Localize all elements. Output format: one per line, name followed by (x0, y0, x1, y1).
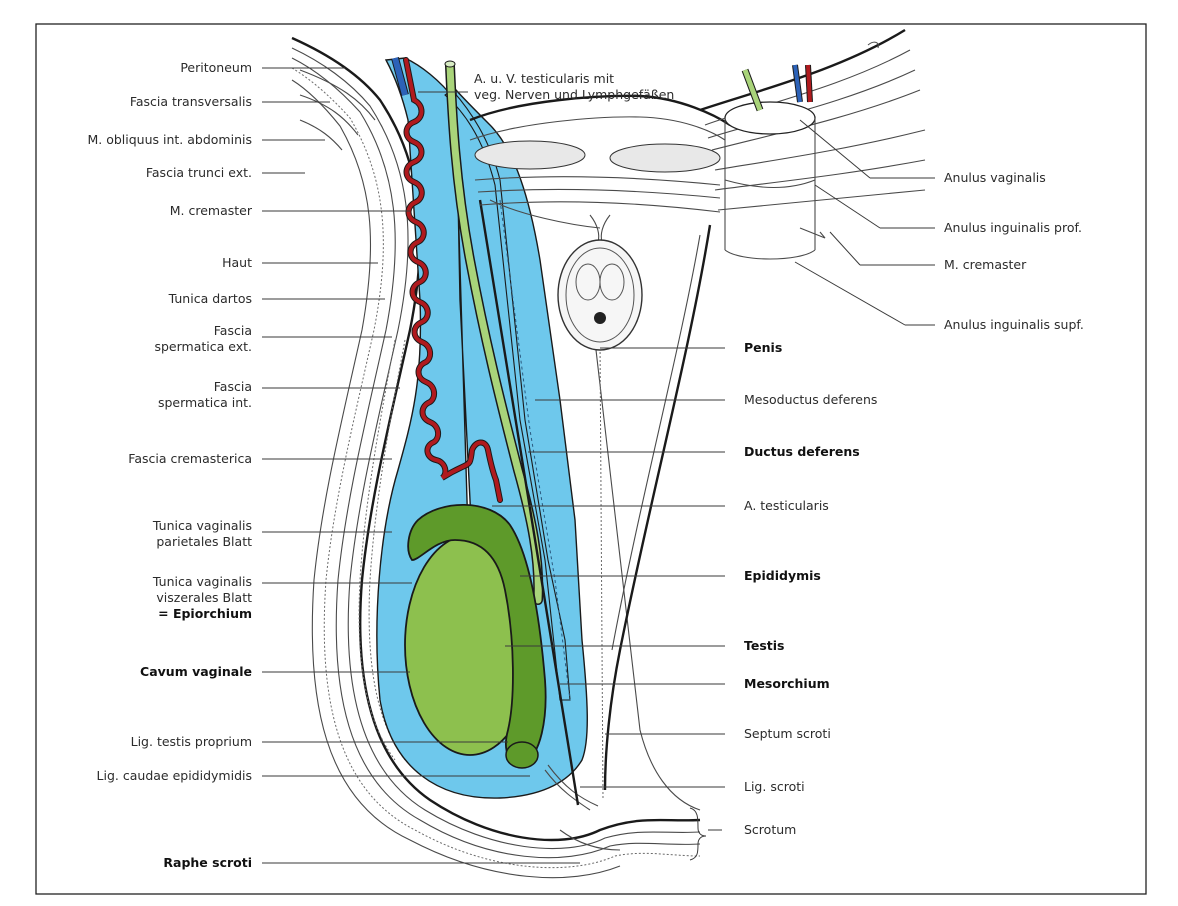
label-fascia-sperm-int-1: Fascia (214, 379, 252, 394)
label-tunica-vag-par-1: Tunica vaginalis (152, 518, 252, 533)
label-a-v-testicularis-1: A. u. V. testicularis mit (474, 71, 614, 86)
label-anulus-vaginalis: Anulus vaginalis (944, 170, 1046, 185)
label-septum-scroti: Septum scroti (744, 726, 831, 741)
label-peritoneum: Peritoneum (180, 60, 252, 75)
label-fascia-sperm-ext-1: Fascia (214, 323, 252, 338)
label-a-testicularis: A. testicularis (744, 498, 829, 513)
label-epididymis: Epididymis (744, 568, 821, 583)
penis-shape (558, 240, 642, 350)
label-lig-scroti: Lig. scroti (744, 779, 805, 794)
label-a-v-testicularis-2: veg. Nerven und Lymphgefäßen (474, 87, 674, 102)
label-m-cremaster-right: M. cremaster (944, 257, 1027, 272)
label-lig-caudae: Lig. caudae epididymidis (97, 768, 252, 783)
label-lig-testis: Lig. testis proprium (131, 734, 252, 749)
label-tunica-vag-visz-1: Tunica vaginalis (152, 574, 252, 589)
label-anulus-ing-supf: Anulus inguinalis supf. (944, 317, 1084, 332)
label-fascia-sperm-int-2: spermatica int. (158, 395, 252, 410)
label-testis: Testis (744, 638, 785, 653)
label-scrotum: Scrotum (744, 822, 796, 837)
label-cavum-vaginale: Cavum vaginale (140, 664, 252, 679)
label-m-obliquus: M. obliquus int. abdominis (87, 132, 252, 147)
label-tunica-vag-visz-2: viszerales Blatt (156, 590, 252, 605)
label-fascia-sperm-ext-2: spermatica ext. (154, 339, 252, 354)
label-penis: Penis (744, 340, 782, 355)
label-mesorchium: Mesorchium (744, 676, 830, 691)
label-haut: Haut (222, 255, 252, 270)
label-ductus-deferens: Ductus deferens (744, 444, 860, 459)
label-raphe-scroti: Raphe scroti (163, 855, 252, 870)
label-tunica-vag-par-2: parietales Blatt (156, 534, 252, 549)
label-tunica-dartos: Tunica dartos (168, 291, 252, 306)
label-fascia-cremasterica: Fascia cremasterica (128, 451, 252, 466)
label-epiorchium: = Epiorchium (158, 606, 252, 621)
label-mesoductus: Mesoductus deferens (744, 392, 877, 407)
label-fascia-trunci: Fascia trunci ext. (146, 165, 252, 180)
label-anulus-ing-prof: Anulus inguinalis prof. (944, 220, 1082, 235)
label-fascia-transversalis: Fascia transversalis (130, 94, 252, 109)
label-m-cremaster-left: M. cremaster (170, 203, 253, 218)
